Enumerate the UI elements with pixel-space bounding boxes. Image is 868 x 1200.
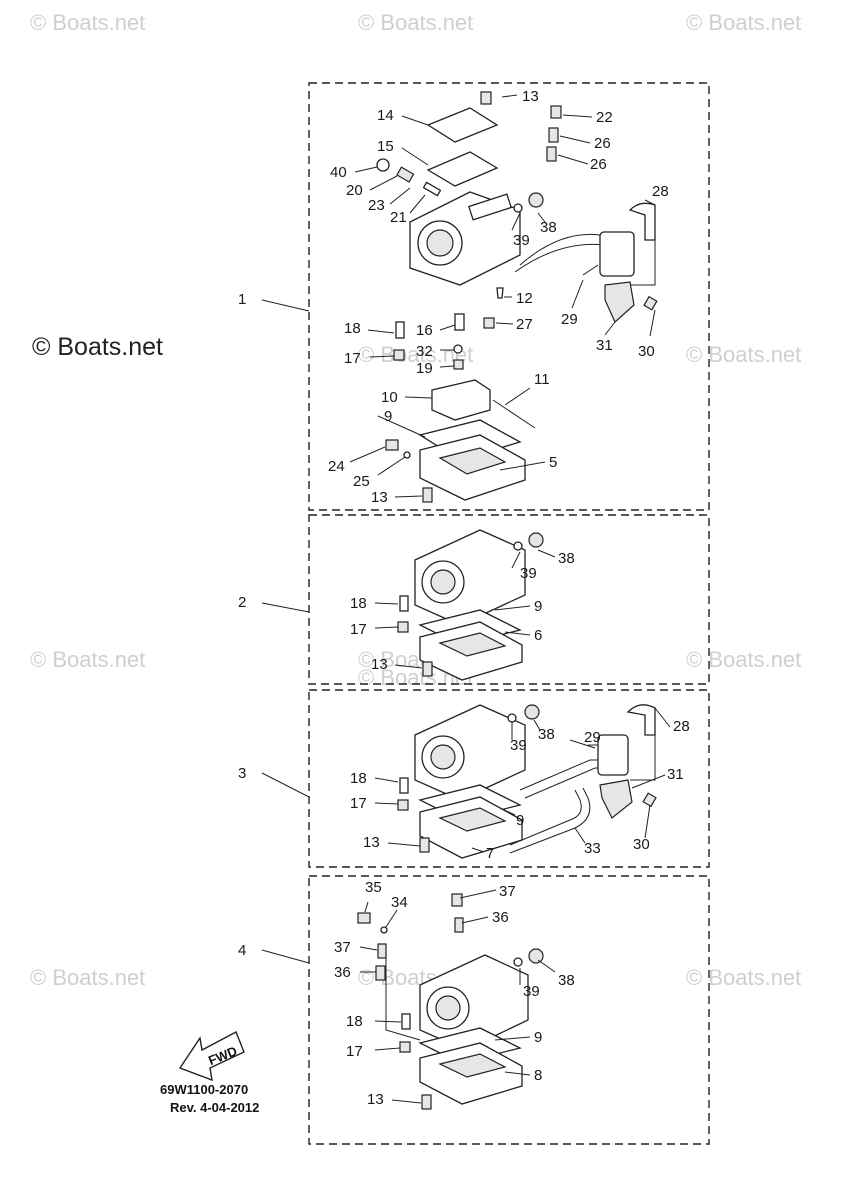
callout: 9 [534,1029,542,1046]
carburetor-assembly-2 [261,529,556,681]
callout: 11 [534,371,550,388]
callout: 13 [363,834,380,851]
watermark: © Boats.net [30,10,145,35]
fwd-arrow-icon: FWD [178,1031,245,1082]
callout: 28 [652,183,669,200]
group-box-2 [308,514,710,685]
callout: 17 [350,621,367,638]
callout: 31 [667,766,684,783]
callout: 18 [344,320,361,337]
callout: 38 [538,726,555,743]
watermark: © Boats.net [30,647,145,672]
callout: 30 [638,343,655,360]
callout: 18 [346,1013,363,1030]
callout: 26 [594,135,611,152]
callout: 5 [549,454,557,471]
callout: 38 [558,972,575,989]
callout: 31 [596,337,613,354]
callout: 39 [510,737,527,754]
callout: 39 [520,565,537,582]
watermark-main: © Boats.net [32,333,163,361]
callout: 26 [590,156,607,173]
callout: 35 [365,879,382,896]
callout: 13 [371,656,388,673]
callout: 24 [328,458,345,475]
callout: 3 [238,765,246,782]
watermark: © Boats.net [686,10,801,35]
callout: 2 [238,594,246,611]
carburetor-assembly-3 [261,704,671,859]
callout: 29 [561,311,578,328]
callout: 14 [377,107,394,124]
group-box-1 [308,82,710,511]
callout: 9 [534,598,542,615]
callout: 13 [522,88,539,105]
callout: 18 [350,770,367,787]
callout: 17 [350,795,367,812]
callout: 25 [353,473,370,490]
callout: 4 [238,942,246,959]
revision-date: Rev. 4-04-2012 [170,1100,259,1115]
group-box-3 [308,689,710,868]
group-box-4 [308,875,710,1145]
callout: 9 [516,812,524,829]
watermark: © Boats.net [686,647,801,672]
callout: 36 [334,964,351,981]
callout: 34 [391,894,408,911]
watermark: © Boats.net [30,965,145,990]
callout: 12 [516,290,533,307]
callout: 33 [584,840,601,857]
callout: 10 [381,389,398,406]
callout: 15 [377,138,394,155]
callout: 39 [523,983,540,1000]
callout: 7 [486,845,494,862]
callout: 37 [499,883,516,900]
callout: 17 [344,350,361,367]
watermark: © Boats.net [686,342,801,367]
callout-labels: 13 14 15 22 26 26 40 20 23 21 28 38 39 1… [238,88,690,1108]
carburetor-assembly-4 [261,889,556,1110]
callout: 13 [371,489,388,506]
part-code: 69W1100-2070 [160,1082,248,1097]
callout: 27 [516,316,533,333]
carburetor-assembly-1 [261,91,658,503]
watermarks: © Boats.net © Boats.net © Boats.net © Bo… [30,10,801,990]
callout: 8 [534,1067,542,1084]
watermark: © Boats.net [358,10,473,35]
callout: 38 [540,219,557,236]
callout: 19 [416,360,433,377]
callout: 9 [384,408,392,425]
callout: 22 [596,109,613,126]
callout: 32 [416,343,433,360]
callout: 39 [513,232,530,249]
callout: 28 [673,718,690,735]
callout: 17 [346,1043,363,1060]
callout: 36 [492,909,509,926]
callout: 23 [368,197,385,214]
callout: 13 [367,1091,384,1108]
watermark: © Boats.net [686,965,801,990]
callout: 37 [334,939,351,956]
callout: 29 [584,729,601,746]
callout: 1 [238,291,246,308]
callout: 20 [346,182,363,199]
callout: 38 [558,550,575,567]
callout: 30 [633,836,650,853]
callout: 16 [416,322,433,339]
callout: 6 [534,627,542,644]
callout: 21 [390,209,407,226]
callout: 40 [330,164,347,181]
callout: 18 [350,595,367,612]
